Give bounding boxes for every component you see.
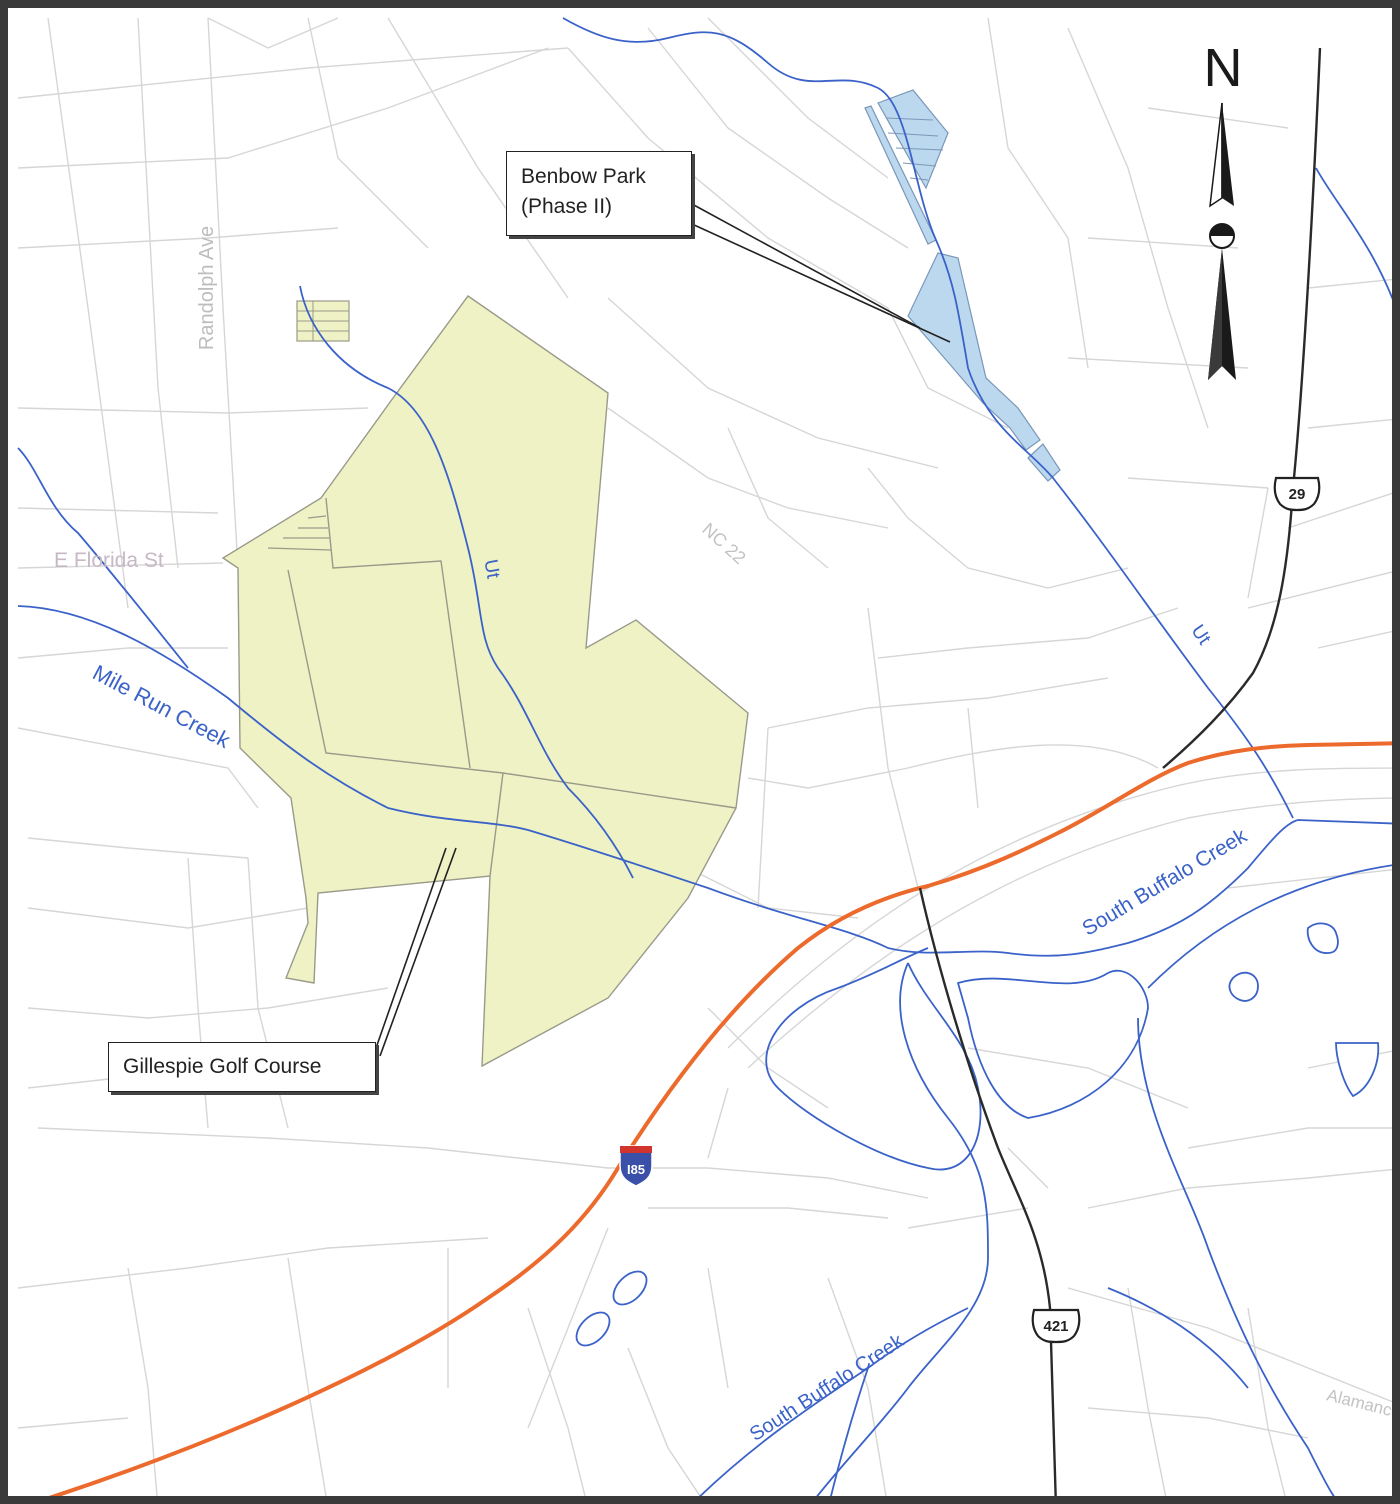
svg-text:I85: I85	[627, 1162, 645, 1177]
callout-gillespie-label: Gillespie Golf Course	[123, 1055, 322, 1078]
stream-north	[562, 17, 1294, 819]
stream-southwest	[698, 1307, 969, 1496]
us-shield-421: 421	[1031, 1308, 1081, 1344]
us-shield-29: 29	[1273, 476, 1321, 512]
stream-east-edge	[1395, 308, 1400, 388]
label-ut-east: Ut	[1187, 621, 1215, 649]
callout-benbow-park-line2: (Phase II)	[521, 195, 613, 218]
interstate-shield-i85: I85	[619, 1145, 653, 1187]
us-route-shield-icon	[1031, 1308, 1081, 1344]
stream-e-florida	[17, 447, 189, 669]
hatched-parcel-west	[296, 300, 350, 342]
streams	[17, 17, 1400, 1496]
ponds	[575, 922, 1380, 1347]
highway-corridor	[727, 487, 1392, 1069]
map-canvas[interactable]: Randolph Ave E Florida St NC 22 Alamanc …	[8, 8, 1400, 1504]
us-29-route	[1162, 47, 1322, 769]
benbow-park-area[interactable]	[864, 89, 1061, 482]
north-arrow-letter: N	[1204, 38, 1243, 98]
stream-ut-west	[299, 285, 634, 879]
street-network	[17, 17, 1392, 1496]
label-south-buffalo-creek-south: South Buffalo Creek	[746, 1330, 909, 1446]
label-south-buffalo-creek-east: South Buffalo Creek	[1078, 824, 1251, 941]
stream-south-buffalo-main	[816, 962, 989, 1496]
north-arrow-icon	[1208, 102, 1236, 380]
label-alamance: Alamanc	[1325, 1385, 1394, 1420]
stream-south-branch	[830, 1367, 869, 1496]
label-randolph-ave: Randolph Ave	[196, 226, 218, 350]
stream-mile-run	[17, 605, 1392, 957]
stream-east-loop	[957, 970, 1149, 1119]
label-mile-run-creek: Mile Run Creek	[89, 660, 235, 754]
callout-benbow-park-line1: Benbow Park	[521, 165, 646, 188]
label-ut-west: Ut	[479, 558, 503, 581]
gillespie-golf-course-area[interactable]	[221, 295, 749, 1068]
svg-text:421: 421	[1043, 1318, 1068, 1335]
label-e-florida-st: E Florida St	[54, 549, 164, 572]
stream-east-lower	[1107, 1287, 1249, 1389]
us-421-route	[918, 887, 1057, 1496]
stream-top-east	[1315, 167, 1392, 300]
us-route-shield-icon	[1273, 476, 1321, 512]
callout-leaders	[375, 203, 951, 1057]
callout-benbow-park[interactable]: Benbow Park (Phase II)	[506, 151, 692, 236]
north-arrow: N	[1204, 38, 1243, 380]
callout-gillespie-golf-course[interactable]: Gillespie Golf Course	[108, 1042, 376, 1092]
label-nc22: NC 22	[698, 519, 749, 568]
stream-south-buffalo-loop	[765, 947, 982, 1171]
stream-east-branch	[1137, 1017, 1335, 1496]
interstate-85-route	[48, 741, 1392, 1496]
svg-text:29: 29	[1289, 486, 1306, 503]
stream-east-right	[1147, 864, 1392, 989]
interstate-shield-icon	[619, 1145, 653, 1187]
us-highways	[918, 47, 1322, 1496]
